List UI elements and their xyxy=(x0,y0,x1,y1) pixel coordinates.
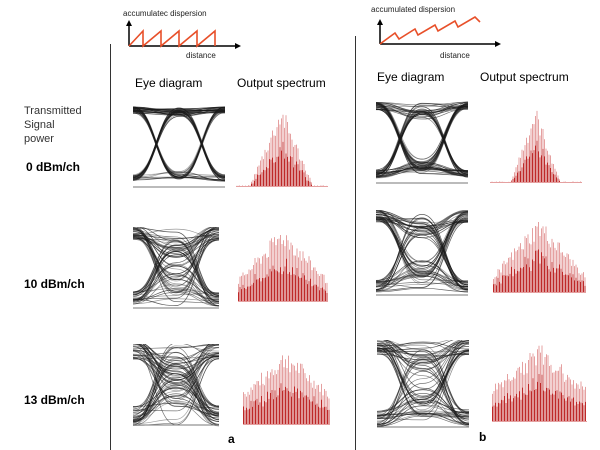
divider-left xyxy=(110,44,111,450)
eye-diagram-b-0dbm xyxy=(376,101,468,184)
eye-diagram-b-13dbm xyxy=(377,340,469,428)
dispersion-map-b-xlabel: distance xyxy=(440,51,470,60)
row-axis-label-line: Transmitted xyxy=(24,105,82,117)
col-header-spectrum-b: Output spectrum xyxy=(480,70,569,84)
panel-letter-a: a xyxy=(228,432,235,446)
eye-diagram-a-13dbm xyxy=(133,344,219,427)
spectrum-b-13dbm xyxy=(492,345,587,422)
row-label-13dbm: 13 dBm/ch xyxy=(24,393,85,407)
col-header-eye-a: Eye diagram xyxy=(135,76,203,90)
spectrum-b-0dbm xyxy=(490,110,582,183)
dispersion-map-a-xlabel: distance xyxy=(186,51,216,60)
row-label-10dbm: 10 dBm/ch xyxy=(24,277,85,291)
dispersion-map-a-ylabel: accumulatec dispersion xyxy=(123,9,207,18)
row-axis-label: Transmitted Signal power xyxy=(24,104,82,146)
eye-diagram-a-10dbm xyxy=(133,227,219,309)
row-axis-label-line: power xyxy=(24,133,54,145)
col-header-spectrum-a: Output spectrum xyxy=(237,76,326,90)
eye-diagram-a-0dbm xyxy=(133,106,225,188)
spectrum-a-10dbm xyxy=(238,234,328,302)
dispersion-map-b-ylabel: accumulated dispersion xyxy=(371,5,456,14)
panel-letter-b: b xyxy=(479,430,487,444)
spectrum-b-10dbm xyxy=(493,221,586,293)
dispersion-map-a-plot xyxy=(126,20,241,49)
col-header-eye-b: Eye diagram xyxy=(377,70,445,84)
spectrum-a-13dbm xyxy=(243,355,330,425)
eye-diagram-b-10dbm xyxy=(376,210,468,296)
spectrum-a-0dbm xyxy=(236,114,328,187)
divider-middle xyxy=(355,36,356,450)
row-axis-label-line: Signal xyxy=(24,119,55,131)
row-label-0dbm: 0 dBm/ch xyxy=(26,160,81,174)
dispersion-map-b-plot xyxy=(377,15,501,47)
